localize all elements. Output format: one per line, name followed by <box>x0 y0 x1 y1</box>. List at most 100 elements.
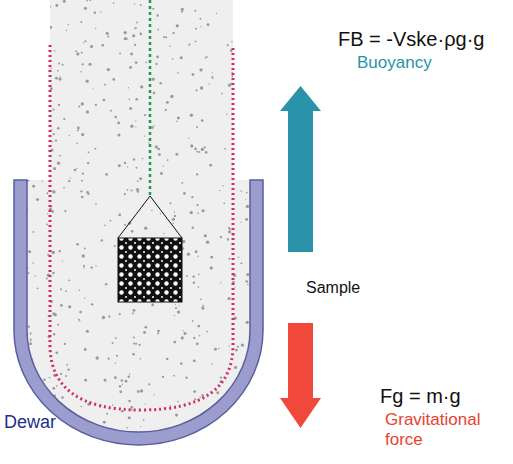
gas-molecule <box>244 76 245 77</box>
gas-molecule <box>36 27 39 30</box>
gas-molecule <box>170 95 173 98</box>
gas-molecule <box>75 50 77 52</box>
gas-molecule <box>130 406 133 409</box>
gas-molecule <box>107 68 110 71</box>
gas-molecule <box>157 330 160 333</box>
gas-molecule <box>84 348 87 351</box>
gas-molecule <box>249 94 251 96</box>
gas-molecule <box>50 87 53 90</box>
gas-molecule <box>198 274 200 276</box>
gas-molecule <box>234 105 237 108</box>
gas-molecule <box>247 12 250 15</box>
gas-molecule <box>246 273 249 276</box>
gas-molecule <box>52 190 53 191</box>
sample-cell-outline <box>50 45 233 410</box>
gas-molecule <box>61 396 64 399</box>
gas-molecule <box>172 58 174 60</box>
gas-molecule <box>201 119 204 122</box>
gas-molecule <box>62 261 63 262</box>
gas-molecule <box>201 394 203 396</box>
gas-molecule <box>139 177 142 180</box>
gas-molecule <box>202 305 204 307</box>
gas-molecule <box>128 87 129 88</box>
gas-molecule <box>175 304 176 305</box>
gas-molecule <box>52 108 54 110</box>
gas-molecule <box>84 298 85 299</box>
gas-molecule <box>206 331 208 333</box>
gas-molecule <box>77 126 80 129</box>
gas-molecule <box>122 384 123 385</box>
gas-molecule <box>165 109 167 111</box>
gas-molecule <box>124 37 127 40</box>
gas-molecule <box>140 85 143 88</box>
gas-molecule <box>194 148 197 151</box>
gas-molecule <box>234 287 235 288</box>
gas-molecule <box>103 99 106 102</box>
gas-molecule <box>130 409 132 411</box>
gas-molecule <box>209 164 212 167</box>
gas-molecule <box>52 312 55 315</box>
gas-molecule <box>69 178 70 179</box>
gas-molecule <box>95 265 96 266</box>
gas-molecule <box>127 427 129 429</box>
gas-molecule <box>90 45 93 48</box>
gas-molecule <box>132 353 134 355</box>
gas-molecule <box>34 14 37 17</box>
gas-region <box>0 0 300 464</box>
gas-molecule <box>30 341 31 342</box>
gas-molecule <box>240 190 242 192</box>
gas-molecule <box>51 210 54 213</box>
gas-molecule <box>237 346 239 348</box>
gas-molecule <box>76 52 79 55</box>
gas-molecule <box>193 390 196 393</box>
sample-hanger <box>118 196 182 238</box>
gas-molecule <box>198 151 200 153</box>
gas-molecule <box>227 44 229 46</box>
gas-molecule <box>195 250 198 253</box>
gas-molecule <box>42 1 44 3</box>
gas-molecule <box>211 364 213 366</box>
gas-molecule <box>236 99 239 102</box>
gas-molecule <box>206 241 209 244</box>
gas-molecule <box>129 99 131 101</box>
gas-molecule <box>132 312 134 314</box>
gas-molecule <box>81 406 83 408</box>
gas-molecule <box>80 21 82 23</box>
gas-molecule <box>224 148 226 150</box>
gas-molecule <box>121 410 123 412</box>
gas-molecule <box>107 35 109 37</box>
gas-molecule <box>196 204 198 206</box>
gas-molecule <box>56 385 58 387</box>
gas-molecule <box>190 114 193 117</box>
gas-molecule <box>187 252 190 255</box>
gas-molecule <box>31 146 33 148</box>
gas-molecule <box>148 142 150 144</box>
gas-molecule <box>152 78 155 81</box>
gas-molecule <box>66 30 68 32</box>
gas-molecule <box>175 153 178 156</box>
gas-molecule <box>130 125 133 128</box>
gas-molecule <box>219 190 220 191</box>
gas-molecule <box>153 125 155 127</box>
gas-molecule <box>181 8 184 11</box>
gas-molecule <box>246 114 247 115</box>
gas-molecule <box>185 376 187 378</box>
gas-molecule <box>181 10 183 12</box>
gas-molecule <box>186 275 188 277</box>
gas-molecule <box>119 385 121 387</box>
gas-molecule <box>119 53 121 55</box>
gas-molecule <box>193 337 195 339</box>
gas-molecule <box>133 342 135 344</box>
gas-molecule <box>155 145 158 148</box>
gas-molecule <box>88 151 90 153</box>
gas-molecule <box>82 254 85 257</box>
gas-molecule <box>53 133 55 135</box>
gas-molecule <box>112 404 113 405</box>
gas-molecule <box>57 162 60 165</box>
buoyancy-arrow <box>280 86 321 252</box>
gas-molecule <box>199 335 200 336</box>
gas-molecule <box>52 387 55 390</box>
gas-molecule <box>204 146 206 148</box>
gas-molecule <box>46 192 48 194</box>
gas-molecule <box>41 103 44 106</box>
